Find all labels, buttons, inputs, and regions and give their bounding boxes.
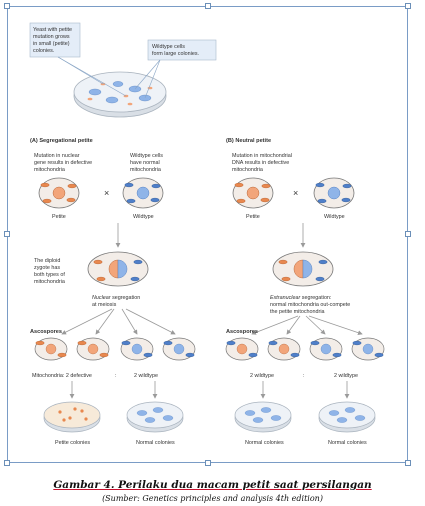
callout-wildtype-line: Wildtype cells [152, 44, 185, 50]
panel-b-wildtype-label: Wildtype [324, 214, 345, 220]
panel-b-title: (B) Neutral petite [226, 138, 271, 144]
panel-b: (B) Neutral petite Mutation in mitochond… [225, 138, 385, 446]
panel-b-normal-colony-dish-right [318, 401, 376, 433]
panel-b-ascospore-3 [309, 337, 343, 361]
panel-a-mutation-text: mitochondria [34, 167, 65, 173]
panel-a-wildtype-text: have normal [130, 160, 160, 166]
panel-a: (A) Segregational petite Mutation in nuc… [30, 138, 196, 446]
panel-b-ascospores-label: Ascospores [226, 329, 258, 335]
panel-a-zygote-text: The diploid [34, 258, 60, 264]
panel-b-mutation-text: DNA results in defective [232, 160, 289, 166]
panel-a-colony-right: Normal colonies [136, 440, 175, 446]
panel-a-mito-left: Mitochondria: 2 defective [32, 373, 92, 379]
callout-wildtype-line: form large colonies. [152, 51, 199, 57]
panel-b-segregation-line2: normal mitochondria out-compete [270, 302, 350, 308]
callout-petite-line: colonies. [33, 48, 54, 54]
panel-b-petite-label: Petite [246, 214, 260, 220]
petite-segregation-figure: Yeast with petite mutation grows in smal… [29, 22, 385, 446]
panel-b-colony-left: Normal colonies [245, 440, 284, 446]
resize-handle-top-right[interactable] [405, 3, 411, 9]
panel-b-mito-right: 2 wildtype [334, 373, 358, 379]
panel-a-zygote-text: mitochondria [34, 279, 65, 285]
panel-b-zygote [272, 251, 334, 287]
callout-petite-line: mutation grows [33, 34, 70, 40]
svg-text:Nuclear segregation: Nuclear segregation [92, 295, 140, 301]
resize-handle-middle-left[interactable] [4, 231, 10, 237]
panel-b-segregation-line3: the petite mitochondria [270, 309, 325, 315]
svg-text:Extranuclear segregation:: Extranuclear segregation: [270, 295, 331, 301]
panel-b-segregation-rest: segregation: [300, 295, 331, 301]
panel-a-zygote-text: both types of [34, 272, 65, 278]
resize-handle-bottom-right[interactable] [405, 460, 411, 466]
panel-b-petite-cell [232, 177, 274, 209]
callout-petite: Yeast with petite mutation grows in smal… [29, 22, 127, 97]
panel-b-wildtype-cell [313, 177, 355, 209]
panel-b-normal-colony-dish-left [234, 401, 292, 433]
resize-handle-bottom-middle[interactable] [205, 460, 211, 466]
panel-a-ascospores-label: Ascospores [30, 329, 62, 335]
panel-a-ascospore-3 [120, 337, 154, 361]
panel-a-mutation-text: Mutation in nuclear [34, 153, 80, 159]
callout-petite-line: in small (petite) [33, 41, 70, 47]
panel-a-separator: : [115, 373, 117, 379]
panel-a-segregation-word: Nuclear [92, 295, 111, 301]
panel-a-ascospore-2 [76, 337, 110, 361]
panel-a-wildtype-text: Wildtype cells [130, 153, 163, 159]
panel-a-zygote-text: zygote has [34, 265, 60, 271]
callout-wildtype: Wildtype cells form large colonies. [134, 39, 217, 99]
panel-a-ascospore-4 [162, 337, 196, 361]
panel-a-mutation-text: gene results in defective [34, 160, 92, 166]
panel-a-zygote [87, 251, 149, 287]
panel-a-title: (A) Segregational petite [30, 138, 93, 144]
resize-handle-top-middle[interactable] [205, 3, 211, 9]
panel-b-separator: : [303, 373, 305, 379]
panel-b-mutation-text: Mutation in mitochondrial [232, 153, 292, 159]
figure-caption: Gambar 4. Perilaku dua macam petit saat … [53, 479, 372, 491]
top-petri-dish [73, 71, 167, 118]
panel-b-segregation-word: Extranuclear [270, 295, 300, 301]
panel-b-mutation-text: mitochondria [232, 167, 263, 173]
panel-a-wildtype-label: Wildtype [133, 214, 154, 220]
panel-b-ascospore-1 [225, 337, 259, 361]
resize-handle-middle-right[interactable] [405, 231, 411, 237]
panel-b-colony-right: Normal colonies [328, 440, 367, 446]
panel-a-petite-cell [38, 177, 80, 209]
panel-a-colony-left: Petite colonies [55, 440, 90, 446]
panel-a-wildtype-cell [122, 177, 164, 209]
panel-b-ascospore-2 [267, 337, 301, 361]
cross-symbol: × [293, 188, 298, 198]
panel-a-ascospore-1 [34, 337, 68, 361]
panel-a-mito-right: 2 wildtype [134, 373, 158, 379]
panel-a-petite-label: Petite [52, 214, 66, 220]
cross-symbol: × [104, 188, 109, 198]
resize-handle-bottom-left[interactable] [4, 460, 10, 466]
panel-a-segregation-line2: at meiosis [92, 302, 117, 308]
panel-a-normal-colony-dish [126, 401, 184, 433]
panel-b-mito-left: 2 wildtype [250, 373, 274, 379]
figure-source: (Sumber: Genetics principles and analysi… [102, 494, 323, 503]
panel-b-ascospore-4 [351, 337, 385, 361]
panel-a-petite-colony-dish [43, 401, 101, 433]
panel-a-segregation-rest: segregation [111, 295, 141, 301]
callout-petite-line: Yeast with petite [33, 27, 72, 33]
panel-a-wildtype-text: mitochondria [130, 167, 161, 173]
resize-handle-top-left[interactable] [4, 3, 10, 9]
